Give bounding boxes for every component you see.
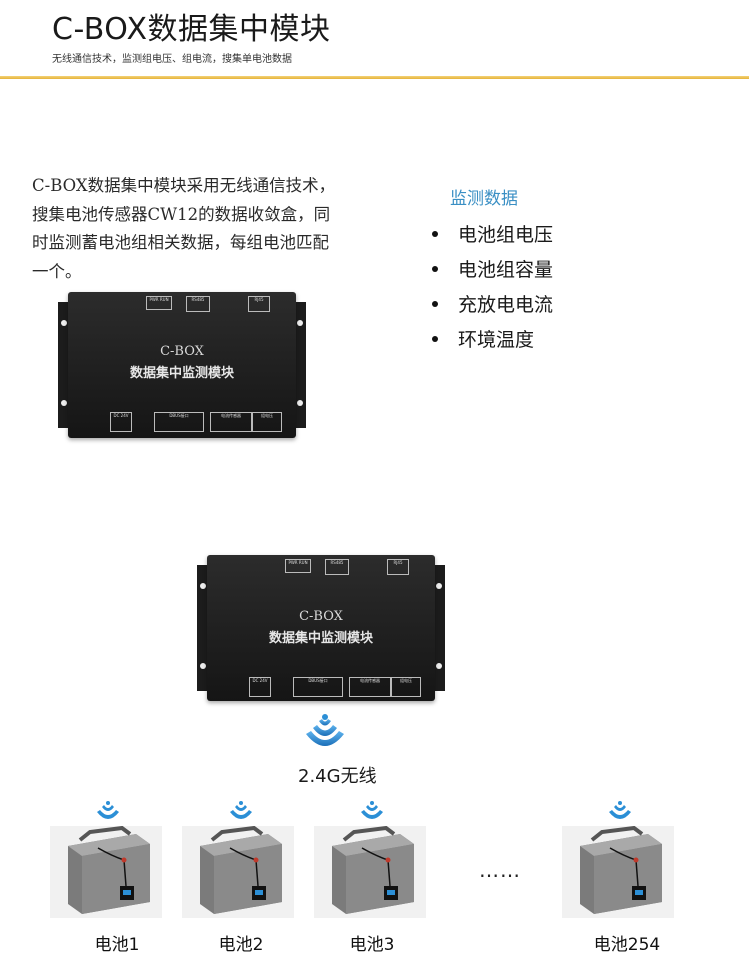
wifi-icon [95, 800, 121, 822]
port-label: RS485 [186, 296, 210, 312]
wifi-icon [228, 800, 254, 822]
device-subname: 数据集中监测模块 [268, 631, 373, 646]
bullet-icon [432, 230, 438, 237]
port-label: 电流传感器 [349, 677, 391, 697]
device-subname: 数据集中监测模块 [129, 366, 234, 381]
device-name: C-BOX [160, 344, 204, 359]
battery-label: 电池1 [94, 935, 140, 955]
monitor-item: 环境温度 [432, 321, 553, 356]
device-name: C-BOX [299, 609, 343, 624]
cbox-device-image-1: PWR RUN RS485 RJ45 C-BOX 数据集中监测模块 DC 24V… [58, 292, 306, 438]
wifi-icon [359, 800, 385, 822]
port-label: DBUS接口 [293, 677, 343, 697]
port-label: PWR RUN [285, 559, 311, 573]
wifi-icon [306, 714, 344, 746]
page-title: C-BOX数据集中模块 [52, 12, 331, 47]
port-label: 组电压 [252, 412, 282, 432]
ellipsis: …… [479, 858, 521, 882]
port-label: 组电压 [391, 677, 421, 697]
battery-image [182, 825, 294, 918]
battery-image [562, 825, 674, 918]
port-label: RS485 [325, 559, 349, 575]
battery-image [314, 825, 426, 918]
wireless-label: 2.4G无线 [298, 766, 377, 787]
bullet-icon [432, 300, 438, 307]
port-label: DC 24V [110, 412, 132, 432]
bullet-icon [432, 335, 438, 342]
port-label: DC 24V [249, 677, 271, 697]
battery-label: 电池254 [593, 935, 661, 955]
port-label: RJ45 [387, 559, 409, 575]
monitor-item: 电池组容量 [432, 251, 553, 286]
header: C-BOX数据集中模块 无线通信技术，监测组电压、组电流，搜集单电池数据 [0, 0, 749, 82]
port-label: PWR RUN [146, 296, 172, 310]
monitor-title: 监测数据 [450, 189, 518, 209]
header-divider [0, 76, 749, 79]
intro-paragraph: C-BOX数据集中模块采用无线通信技术，搜集电池传感器CW12的数据收敛盒，同时… [32, 176, 336, 281]
bullet-icon [432, 265, 438, 272]
battery-label: 电池2 [218, 935, 264, 955]
monitor-item: 电池组电压 [432, 216, 553, 251]
monitor-list: 电池组电压 电池组容量 充放电电流 环境温度 [432, 216, 553, 356]
battery-label: 电池3 [349, 935, 395, 955]
wifi-icon [607, 800, 633, 822]
port-label: RJ45 [248, 296, 270, 312]
port-label: 电流传感器 [210, 412, 252, 432]
page-subtitle: 无线通信技术，监测组电压、组电流，搜集单电池数据 [52, 54, 292, 65]
cbox-device-image-2: PWR RUN RS485 RJ45 C-BOX 数据集中监测模块 DC 24V… [197, 555, 445, 701]
battery-image [50, 825, 162, 918]
port-label: DBUS接口 [154, 412, 204, 432]
monitor-item: 充放电电流 [432, 286, 553, 321]
